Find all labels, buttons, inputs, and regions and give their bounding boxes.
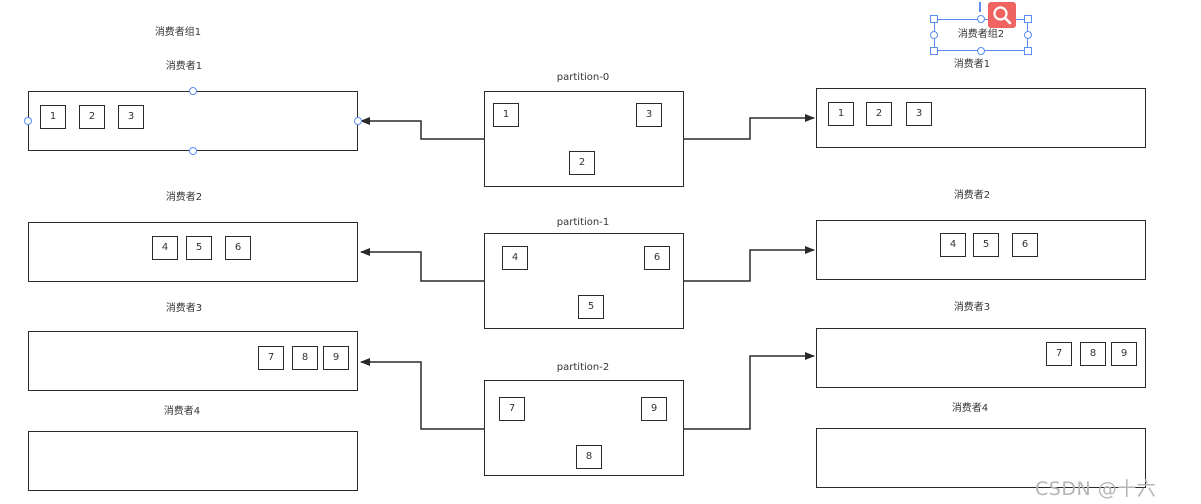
- group-title-right[interactable]: 消费者组2: [957, 29, 1005, 40]
- message-box[interactable]: 1: [493, 103, 519, 127]
- message-box[interactable]: 6: [1012, 233, 1038, 257]
- resize-handle-top-right[interactable]: [1024, 15, 1032, 23]
- resize-handle-bottom-left[interactable]: [930, 47, 938, 55]
- consumer-box[interactable]: [816, 428, 1146, 488]
- message-box[interactable]: 4: [502, 246, 528, 270]
- message-box[interactable]: 3: [906, 102, 932, 126]
- message-box[interactable]: 3: [118, 105, 144, 129]
- consumer-label: 消费者4: [951, 403, 989, 414]
- consumer-label: 消费者3: [953, 302, 991, 313]
- connect-handle-top[interactable]: [189, 87, 197, 95]
- message-box[interactable]: 5: [186, 236, 212, 260]
- resize-handle-bottom-right[interactable]: [1024, 47, 1032, 55]
- group-title-left: 消费者组1: [154, 27, 202, 38]
- partition-label: partition-2: [556, 362, 610, 373]
- message-box[interactable]: 8: [1080, 342, 1106, 366]
- arrow-p0-to-g2-consumer1: [684, 114, 815, 140]
- consumer-label: 消费者2: [165, 192, 203, 203]
- resize-handle-top-left[interactable]: [930, 15, 938, 23]
- consumer-box[interactable]: [28, 91, 358, 151]
- message-box[interactable]: 3: [636, 103, 662, 127]
- message-box[interactable]: 9: [1111, 342, 1137, 366]
- message-box[interactable]: 1: [828, 102, 854, 126]
- arrow-p1-to-g2-consumer2: [684, 246, 815, 282]
- message-box[interactable]: 9: [641, 397, 667, 421]
- consumer-label: 消费者4: [163, 406, 201, 417]
- message-box[interactable]: 2: [79, 105, 105, 129]
- message-box[interactable]: 6: [225, 236, 251, 260]
- message-box[interactable]: 4: [940, 233, 966, 257]
- watermark: CSDN @十六: [1035, 478, 1157, 500]
- consumer-label: 消费者1: [953, 59, 991, 70]
- message-box[interactable]: 5: [973, 233, 999, 257]
- message-box[interactable]: 8: [292, 346, 318, 370]
- consumer-label: 消费者3: [165, 303, 203, 314]
- message-box[interactable]: 2: [569, 151, 595, 175]
- arrow-p2-to-g2-consumer3: [684, 352, 815, 430]
- partition-label: partition-1: [556, 217, 610, 228]
- arrow-p2-to-g1-consumer3: [360, 358, 484, 430]
- message-box[interactable]: 8: [576, 445, 602, 469]
- connect-handle-right[interactable]: [354, 117, 362, 125]
- message-box[interactable]: 7: [499, 397, 525, 421]
- message-box[interactable]: 1: [40, 105, 66, 129]
- search-button[interactable]: [988, 2, 1016, 28]
- connect-handle-bottom[interactable]: [977, 47, 985, 55]
- consumer-label: 消费者1: [165, 61, 203, 72]
- arrow-p0-to-g1-consumer1: [360, 117, 484, 140]
- message-box[interactable]: 2: [866, 102, 892, 126]
- consumer-box[interactable]: [816, 328, 1146, 388]
- partition-label: partition-0: [556, 72, 610, 83]
- message-box[interactable]: 6: [644, 246, 670, 270]
- message-box[interactable]: 7: [1046, 342, 1072, 366]
- connect-handle-top[interactable]: [977, 15, 985, 23]
- connect-handle-left[interactable]: [930, 31, 938, 39]
- consumer-label: 消费者2: [953, 190, 991, 201]
- message-box[interactable]: 4: [152, 236, 178, 260]
- search-icon: [993, 6, 1012, 25]
- message-box[interactable]: 5: [578, 295, 604, 319]
- connect-handle-bottom[interactable]: [189, 147, 197, 155]
- connect-handle-right[interactable]: [1024, 31, 1032, 39]
- rotate-handle[interactable]: [979, 2, 981, 12]
- message-box[interactable]: 9: [323, 346, 349, 370]
- arrow-p1-to-g1-consumer2: [360, 248, 484, 282]
- consumer-box[interactable]: [28, 431, 358, 491]
- message-box[interactable]: 7: [258, 346, 284, 370]
- connect-handle-left[interactable]: [24, 117, 32, 125]
